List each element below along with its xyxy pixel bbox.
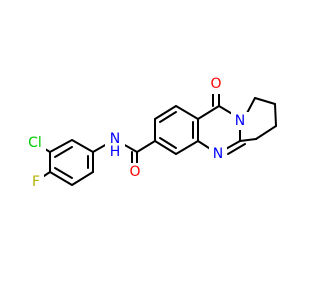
bond (122, 143, 138, 153)
bond (227, 143, 246, 155)
bond (49, 139, 73, 153)
imine-nitrogen-label: N (213, 146, 223, 162)
bond (71, 171, 94, 186)
label-bg (125, 163, 145, 181)
bond (71, 139, 94, 153)
bond (54, 146, 73, 158)
bond (175, 140, 199, 155)
amide-oxygen-label: O (129, 164, 140, 180)
bond (175, 105, 199, 120)
label-bg (206, 74, 226, 94)
label-bg (231, 112, 249, 130)
fluorine-label: F (32, 174, 40, 190)
bond (92, 143, 108, 153)
atom-labels: O N N O N H Cl F (24, 74, 249, 191)
bond (154, 140, 177, 155)
label-bg (24, 134, 46, 152)
bond (136, 140, 156, 153)
chlorine-label: Cl (28, 135, 42, 151)
bond (255, 125, 277, 140)
amide-hydrogen-label: H (110, 144, 121, 160)
label-bg (209, 145, 227, 163)
structure-canvas: O N N O N H Cl F (24, 74, 277, 191)
bond (197, 105, 220, 120)
bond (49, 171, 73, 186)
bonds-main (39, 91, 277, 186)
label-bg (28, 173, 44, 191)
fused-nitrogen-label: N (235, 113, 245, 129)
label-bg (105, 134, 125, 154)
bond (254, 97, 276, 105)
amide-nitrogen-label: N (110, 131, 120, 147)
bond (54, 167, 73, 179)
bond (274, 103, 277, 127)
bond (154, 105, 177, 120)
molecule-drawing: O N N O N H Cl F (24, 74, 277, 191)
carbonyl-oxygen-label: O (210, 76, 221, 92)
bond (239, 138, 257, 142)
bond (159, 111, 177, 123)
bond (159, 137, 177, 149)
